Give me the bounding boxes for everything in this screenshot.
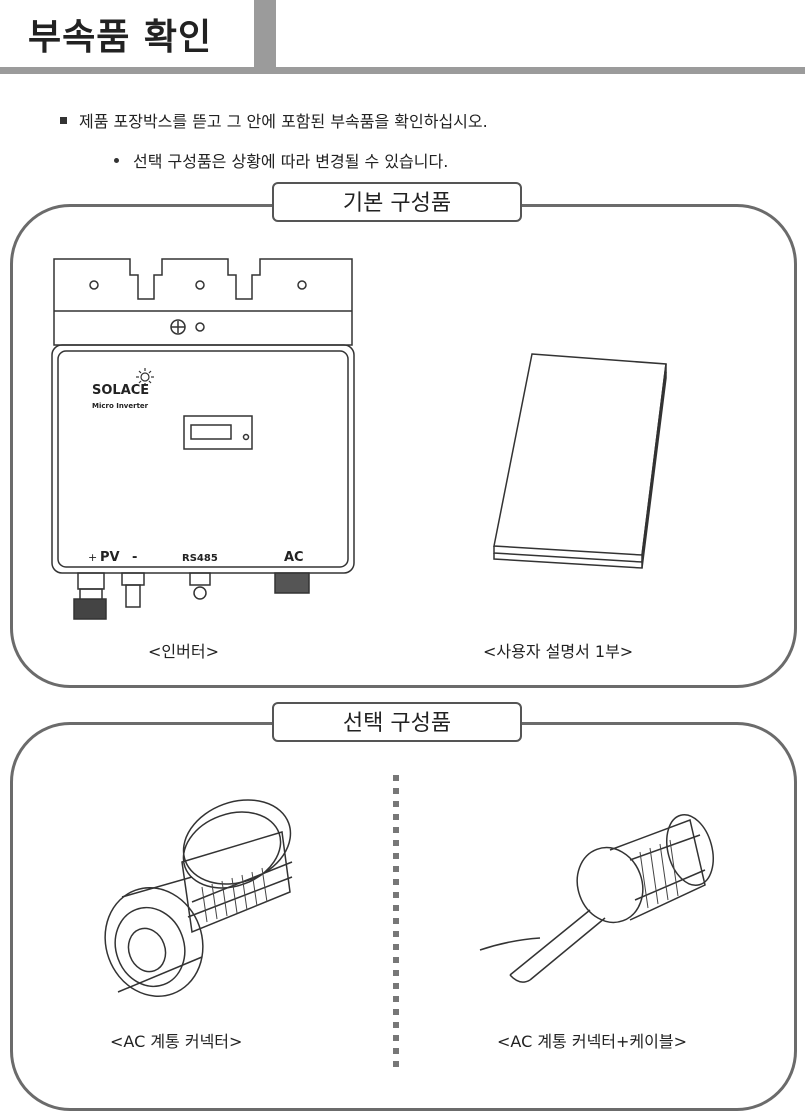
optional-components-label: 선택 구성품 — [272, 702, 522, 742]
intro-note-text: 선택 구성품은 상황에 따라 변경될 수 있습니다. — [133, 152, 449, 171]
title-tab-accent — [254, 0, 276, 70]
optional-components-panel — [10, 722, 797, 1111]
square-bullet-icon — [60, 116, 67, 124]
basic-components-panel — [10, 204, 797, 688]
manual-booklet-illustration — [493, 353, 667, 569]
ac-connector-cable-caption: <AC 계통 커넥터+케이블> — [497, 1032, 687, 1051]
title-rule — [0, 67, 805, 74]
ac-connector-cable-illustration — [479, 814, 714, 983]
inverter-illustration: SOLACE Micro Inverter + PV - RS485 AC — [51, 258, 355, 620]
basic-components-label: 기본 구성품 — [272, 182, 522, 222]
port-pv-label: PV — [100, 550, 120, 565]
inverter-brand: SOLACE — [92, 383, 149, 398]
ac-connector-illustration — [104, 799, 293, 997]
port-minus-label: - — [132, 550, 137, 565]
page-title: 부속품 확인 — [28, 17, 213, 58]
port-rs485-label: RS485 — [182, 553, 218, 564]
inverter-caption: <인버터> — [148, 642, 219, 661]
intro-note: 선택 구성품은 상황에 따라 변경될 수 있습니다. — [114, 148, 448, 172]
dashed-divider — [393, 775, 399, 1067]
intro-bullet: 제품 포장박스를 뜯고 그 안에 포함된 부속품을 확인하십시오. — [60, 108, 488, 132]
port-plus-label: + — [88, 551, 97, 564]
sun-logo-icon — [136, 368, 154, 386]
ac-connector-caption: <AC 계통 커넥터> — [110, 1032, 243, 1051]
dot-bullet-icon — [114, 157, 119, 163]
inverter-model: Micro Inverter — [92, 402, 149, 410]
port-ac-label: AC — [284, 550, 304, 565]
intro-bullet-text: 제품 포장박스를 뜯고 그 안에 포함된 부속품을 확인하십시오. — [79, 112, 488, 131]
manual-caption: <사용자 설명서 1부> — [483, 642, 634, 661]
